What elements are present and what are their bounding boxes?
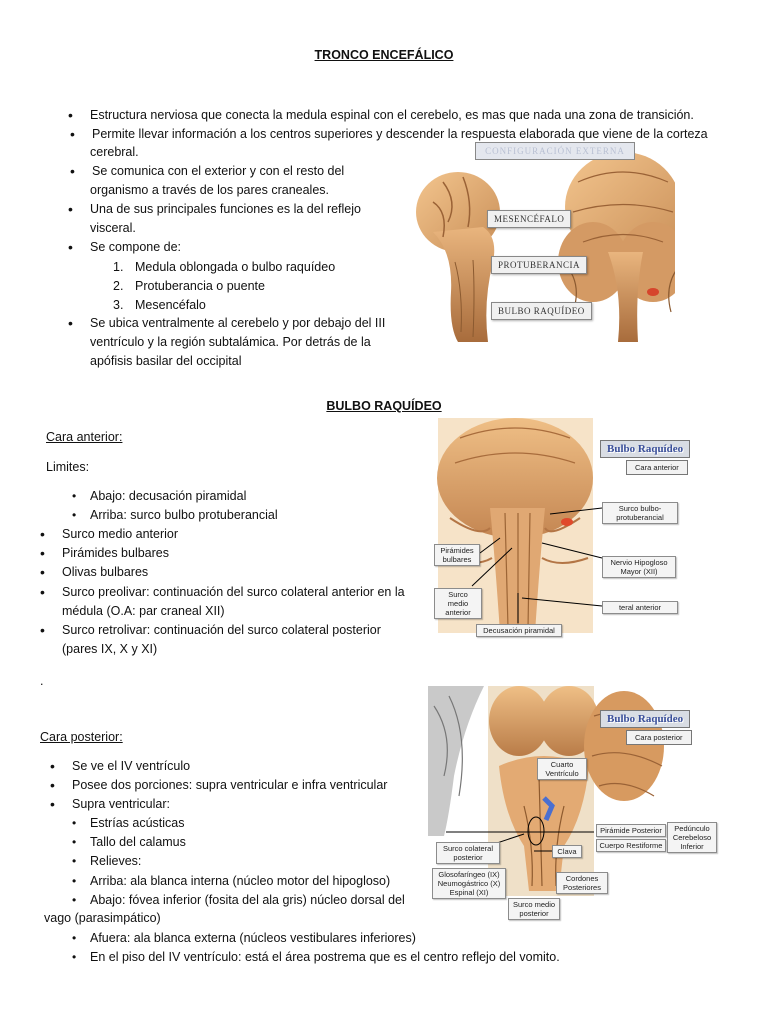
sublabel-cara-posterior: Cara posterior <box>626 730 692 745</box>
label-protuberancia: PROTUBERANCIA <box>491 256 588 274</box>
label-mesencefalo: MESENCÉFALO <box>487 210 572 228</box>
bullet-text: Se ubica ventralmente al cerebelo y por … <box>68 314 385 332</box>
bullet-text-continued: (pares IX, X y XI) <box>62 642 158 656</box>
limit-item: Arriba: surco bulbo protuberancial <box>72 506 278 524</box>
bullet-text: Posee dos porciones: supra ventricular e… <box>50 776 387 794</box>
bullet-text: Surco medio anterior <box>40 525 178 543</box>
figure-header-configuracion: CONFIGURACIÓN EXTERNA <box>475 142 635 160</box>
bullet-text: Olivas bulbares <box>40 563 148 581</box>
sub-item: Abajo: fóvea inferior (fosita del ala gr… <box>72 891 405 909</box>
sub-item: Estrías acústicas <box>72 814 185 832</box>
title-bulbo-raquideo: BULBO RAQUÍDEO <box>326 399 442 413</box>
sub-item: Relieves: <box>72 852 142 870</box>
label-surco-bulbo-protuberancial: Surco bulbo-protuberancial <box>602 502 678 524</box>
label-limites: Limites: <box>46 460 90 474</box>
sublabel-cara-anterior: Cara anterior <box>626 460 688 475</box>
label-surco-colateral-anterior: teral anterior <box>602 601 678 614</box>
sub-item: En el piso del IV ventrículo: está el ár… <box>72 948 560 966</box>
sub-item: Afuera: ala blanca externa (núcleos vest… <box>72 929 416 947</box>
badge-bulbo-raquideo: Bulbo Raquídeo <box>600 440 691 458</box>
label-cuerpo-restiforme: Cuerpo Restiforme <box>596 839 666 852</box>
label-bulbo-raquideo: BULBO RAQUÍDEO <box>491 302 592 320</box>
bullet-text: Permite llevar información a los centros… <box>70 125 708 143</box>
sub-item-continued: vago (parasimpático) <box>44 911 161 925</box>
bullet-text-continued: organismo a través de los pares craneale… <box>90 183 330 197</box>
bullet-text: Surco retrolivar: continuación del surco… <box>40 621 381 639</box>
bullet-text-continued: ventrículo y la región subtalámica. Por … <box>90 335 371 349</box>
sub-item: Tallo del calamus <box>72 833 186 851</box>
label-clava: Clava <box>552 845 582 858</box>
bullet-text-continued: cerebral. <box>90 145 139 159</box>
bullet-text: Se compone de: <box>68 238 181 256</box>
bullet-text: Estructura nerviosa que conecta la medul… <box>68 106 694 124</box>
bullet-text: Supra ventricular: <box>50 795 170 813</box>
stray-dot: . <box>40 674 44 688</box>
bullet-text: Surco preolivar: continuación del surco … <box>40 583 405 601</box>
bullet-text: Una de sus principales funciones es la d… <box>68 200 361 218</box>
bullet-text: Se ve el IV ventrículo <box>50 757 190 775</box>
bullet-text: Pirámides bulbares <box>40 544 169 562</box>
bullet-text-continued: apófisis basilar del occipital <box>90 354 242 368</box>
figure-bulbo-cara-anterior: Bulbo Raquídeo Cara anterior Surco bulbo… <box>430 418 720 643</box>
figure-configuracion-externa: MESENCÉFALO PROTUBERANCIA BULBO RAQUÍDEO <box>413 142 675 342</box>
label-piramide-posterior: Pirámide Posterior <box>596 824 666 837</box>
label-nervios-ix-x-xi: Glosofaríngeo (IX)Neumogástrico (X)Espin… <box>432 868 506 899</box>
bullet-text-continued: médula (O.A: par craneal XII) <box>62 604 225 618</box>
title-tronco-encefalico: TRONCO ENCEFÁLICO <box>314 48 454 62</box>
heading-cara-anterior: Cara anterior: <box>46 430 123 444</box>
numbered-item: 3.Mesencéfalo <box>113 298 206 312</box>
brainstem-illustration <box>416 152 675 342</box>
numbered-item: 2.Protuberancia o puente <box>113 279 265 293</box>
bullet-text: Se comunica con el exterior y con el res… <box>70 162 344 180</box>
sub-item: Arriba: ala blanca interna (núcleo motor… <box>72 872 390 890</box>
numbered-item: 1.Medula oblongada o bulbo raquídeo <box>113 260 336 274</box>
badge-bulbo-raquideo: Bulbo Raquídeo <box>600 710 691 728</box>
bullet-text-continued: visceral. <box>90 221 136 235</box>
heading-cara-posterior: Cara posterior: <box>40 730 123 744</box>
label-decusacion-piramidal: Decusación piramidal <box>476 624 562 637</box>
limit-item: Abajo: decusación piramidal <box>72 487 246 505</box>
